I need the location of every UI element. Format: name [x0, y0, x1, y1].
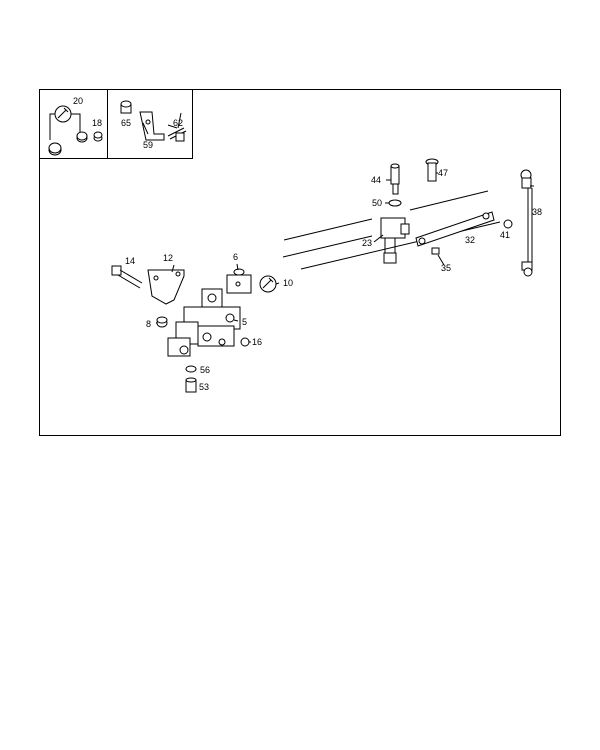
inset-box-right — [107, 89, 193, 159]
callout-50: 50 — [372, 198, 382, 208]
part-5-valve-block — [167, 288, 241, 357]
part-20-assembly — [48, 105, 88, 156]
part-53-plug — [185, 377, 197, 393]
callout-32: 32 — [465, 235, 475, 245]
callout-62: 62 — [173, 118, 183, 128]
leader-lines — [142, 112, 534, 343]
callout-6: 6 — [233, 252, 238, 262]
callout-12: 12 — [163, 253, 173, 263]
part-32-lever — [415, 211, 495, 247]
callout-35: 35 — [441, 263, 451, 273]
callout-47: 47 — [438, 168, 448, 178]
part-14-bolt — [111, 265, 143, 289]
diagram-frame — [39, 89, 561, 436]
part-47-banjo-bolt — [425, 158, 439, 182]
part-6-solenoid — [226, 268, 252, 294]
callout-65: 65 — [121, 118, 131, 128]
part-35-screw — [431, 247, 445, 266]
part-44-valve-stem — [390, 163, 400, 195]
part-38-linkage-rod — [520, 169, 533, 277]
callout-14: 14 — [125, 256, 135, 266]
callout-56: 56 — [200, 365, 210, 375]
part-10-wrench-symbol — [259, 275, 277, 293]
callout-8: 8 — [146, 319, 151, 329]
callout-41: 41 — [500, 230, 510, 240]
part-65-nut — [120, 100, 132, 114]
callout-59: 59 — [143, 140, 153, 150]
rail-lines — [282, 190, 501, 270]
part-50-ring — [388, 199, 402, 207]
callout-16: 16 — [252, 337, 262, 347]
callout-5: 5 — [242, 317, 247, 327]
callout-18: 18 — [92, 118, 102, 128]
callout-53: 53 — [199, 382, 209, 392]
part-8-plug — [156, 316, 168, 328]
callout-23: 23 — [362, 238, 372, 248]
part-16-nut — [240, 337, 250, 347]
callout-44: 44 — [371, 175, 381, 185]
part-18-grommet — [93, 131, 103, 142]
callout-38: 38 — [532, 207, 542, 217]
part-41-nut — [503, 219, 513, 229]
callout-10: 10 — [283, 278, 293, 288]
part-56-ring — [185, 365, 197, 373]
part-62-bolt — [167, 127, 187, 142]
part-23-level-valve — [380, 217, 410, 264]
callout-20: 20 — [73, 96, 83, 106]
part-59-bracket — [139, 111, 165, 141]
part-12-bracket — [147, 269, 185, 305]
